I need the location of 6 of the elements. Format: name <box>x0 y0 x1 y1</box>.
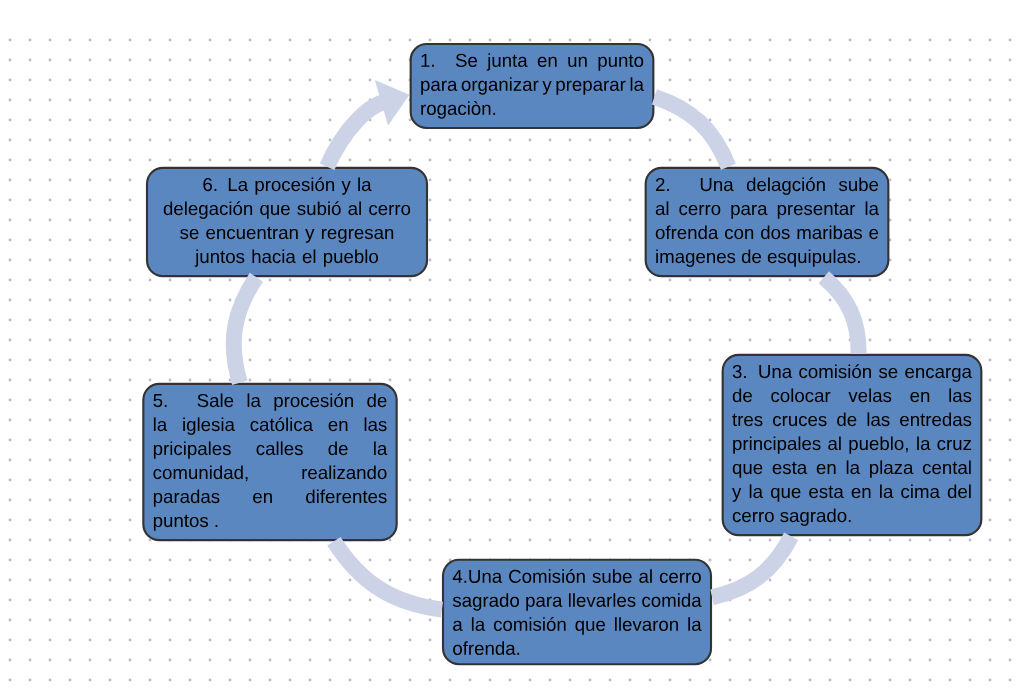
step-box: 4.Una Comisión sube al cerro sagrado para llevarles comida a la comisión que llevaron la ofrenda. <box>441 558 713 666</box>
step-box: 2. Una delagción sube al cerro para presentar la ofrenda con dos maribas e imagenes de esquipulas. <box>644 166 890 278</box>
step-box: 3. Una comisión se encarga de colocar velas en las tres cruces de las entredas principales al pueblo, la cruz que esta en la plaza cental y la que esta en la cima del cerro sagrado. <box>721 353 983 537</box>
step-box: 1. Se junta en un punto para organizar y preparar la rogaciòn. <box>409 42 655 130</box>
step-box: 6. La procesión y la delegación que subió al cerro se encuentran y regresan juntos hacia el pueblo <box>145 166 429 278</box>
step-box: 5. Sale la procesión de la iglesia católica en las pricipales calles de la comunidad, realizando paradas en diferentes puntos . <box>142 382 398 542</box>
